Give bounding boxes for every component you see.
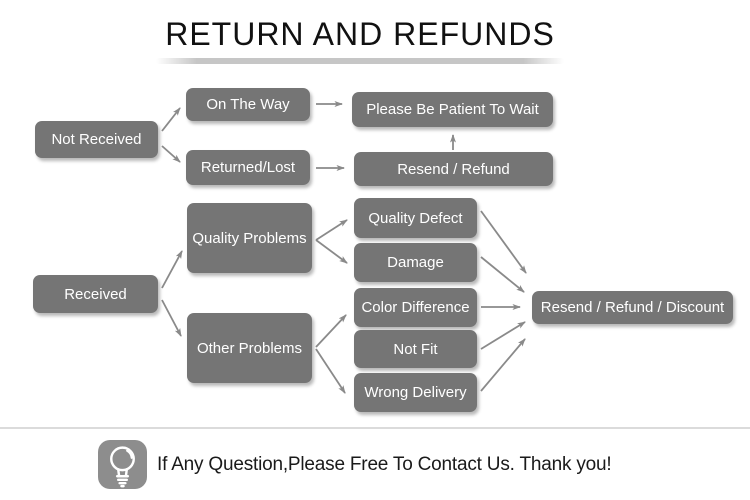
footer-divider	[0, 427, 750, 429]
arrow-other-problems-to-color-difference	[315, 314, 347, 348]
flow-box-received: Received	[33, 275, 158, 313]
flow-box-color-difference: Color Difference	[354, 288, 477, 327]
flow-box-wrong-delivery: Wrong Delivery	[354, 373, 477, 412]
flow-box-not-received: Not Received	[35, 121, 158, 158]
flow-box-resend-refund-discount: Resend / Refund / Discount	[532, 291, 733, 324]
flow-box-quality-defect: Quality Defect	[354, 198, 477, 238]
lightbulb-icon	[98, 440, 147, 489]
flow-box-resend-refund: Resend / Refund	[354, 152, 553, 186]
title-underline	[156, 58, 564, 64]
flow-box-not-fit: Not Fit	[354, 330, 477, 368]
arrow-not-fit-to-discount	[480, 321, 526, 350]
page-title: RETURN AND REFUNDS	[165, 16, 555, 52]
flow-box-other-problems: Other Problems	[187, 313, 312, 383]
flow-box-returned-lost: Returned/Lost	[186, 150, 310, 185]
arrow-not-received-to-returned-lost	[161, 145, 181, 163]
arrow-quality-problems-to-damage	[315, 239, 348, 264]
arrow-received-to-quality-problems	[161, 250, 183, 289]
arrow-damage-to-discount	[480, 256, 525, 293]
flow-box-quality-problems: Quality Problems	[187, 203, 312, 273]
arrow-received-to-other-problems	[161, 299, 182, 337]
arrow-quality-defect-to-discount	[480, 210, 527, 274]
arrow-quality-problems-to-quality-defect	[315, 219, 348, 241]
flow-box-on-the-way: On The Way	[186, 88, 310, 121]
arrow-not-received-to-on-the-way	[161, 107, 181, 132]
flow-box-damage: Damage	[354, 243, 477, 282]
flow-box-patient-wait: Please Be Patient To Wait	[352, 92, 553, 127]
footer-message: If Any Question,Please Free To Contact U…	[157, 453, 612, 475]
arrow-other-problems-to-wrong-delivery	[315, 348, 346, 394]
arrow-wrong-delivery-to-discount	[480, 338, 526, 392]
footer: If Any Question,Please Free To Contact U…	[98, 440, 612, 489]
